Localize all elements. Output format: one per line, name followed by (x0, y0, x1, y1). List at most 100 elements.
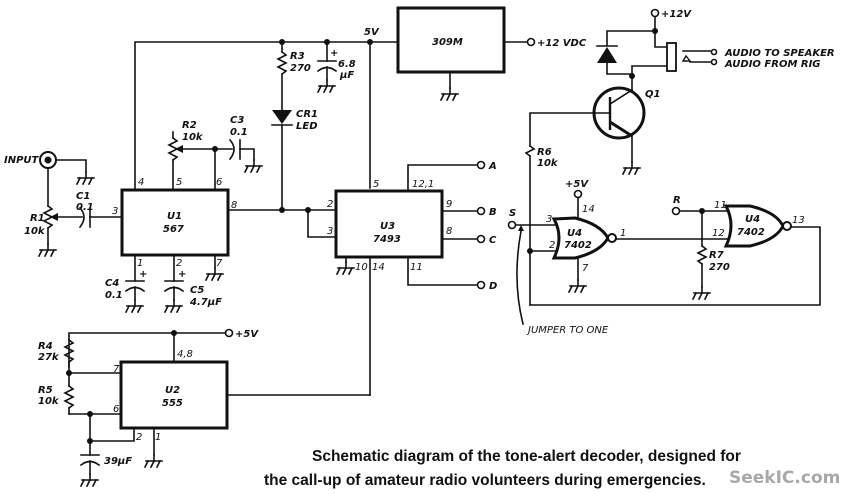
svg-text:3: 3 (112, 206, 118, 217)
ic-u1-567: U1 567 4 5 6 8 1 2 7 R2 10k C3 0.1 + C4 … (105, 115, 263, 313)
r3-cr1: R3 270 CR1 LED (271, 41, 318, 211)
svg-text:4: 4 (138, 177, 144, 188)
svg-text:8: 8 (231, 200, 237, 211)
svg-text:+: + (330, 48, 338, 59)
r2-ref: R2 (182, 120, 197, 131)
svg-text:14: 14 (582, 204, 595, 215)
svg-text:1: 1 (137, 258, 143, 269)
r1-ref: R1 (30, 213, 45, 224)
relay-coil-icon (666, 42, 677, 72)
watermark: SeekIC.com (729, 468, 840, 488)
svg-text:+: + (139, 269, 147, 280)
svg-text:12: 12 (712, 228, 725, 239)
c4-ref: C4 (105, 278, 119, 289)
svg-text:2: 2 (136, 432, 142, 443)
rail-5v: 5V (134, 27, 397, 189)
svg-text:14: 14 (372, 262, 385, 273)
cr1-type: LED (296, 121, 318, 132)
diode-icon (597, 47, 617, 63)
nor-gate-icon (723, 204, 785, 248)
input-label: INPUT (4, 155, 40, 166)
svg-text:+: + (178, 269, 186, 280)
u4a-ref: U4 (567, 228, 582, 239)
label-plus5v-u2: +5V (235, 329, 259, 340)
terminal-s: S (509, 208, 516, 219)
svg-text:10: 10 (355, 262, 368, 273)
c3-value: 0.1 (230, 127, 248, 138)
r7-value: 270 (709, 262, 730, 273)
svg-text:11: 11 (714, 200, 727, 211)
svg-text:7: 7 (216, 258, 223, 269)
r6-value: 10k (537, 158, 559, 169)
label-12v: +12V (661, 9, 692, 20)
terminal-r: R (673, 195, 681, 206)
label-5v: 5V (364, 27, 380, 38)
caption-line-1: Schematic diagram of the tone-alert deco… (312, 448, 741, 465)
c3-ref: C3 (230, 115, 244, 126)
net-u1-u3: 2 3 (227, 199, 337, 238)
svg-text:2: 2 (176, 258, 182, 269)
q1-ref: Q1 (645, 89, 660, 100)
c-timing-value: 39µF (104, 456, 132, 467)
relay-driver: +12V AUDIO TO SPEAKER AUDIO FROM RIG Q1 … (524, 8, 835, 306)
u3-part: 7493 (373, 234, 401, 245)
svg-text:5: 5 (373, 179, 379, 190)
r3-ref: R3 (290, 51, 305, 62)
svg-text:2: 2 (549, 240, 555, 251)
r6-ref: R6 (537, 147, 552, 158)
audio-to-speaker: AUDIO TO SPEAKER (724, 48, 835, 59)
r7-ref: R7 (709, 250, 724, 261)
gate-u4b: R R7 270 11 12 U4 7402 13 (529, 195, 821, 306)
c-bulk-value: 6.8 (338, 59, 356, 70)
u2-ref: U2 (165, 385, 180, 396)
label-12vdc: +12 VDC (537, 38, 587, 49)
r1-value: 10k (24, 226, 46, 237)
capacitor-6.8uf: + 6.8 µF (316, 41, 356, 93)
c1-value: 0.1 (76, 202, 94, 213)
u2-part: 555 (162, 398, 183, 409)
output-b: B (489, 207, 497, 218)
svg-text:6: 6 (113, 404, 119, 415)
svg-text:3: 3 (546, 214, 552, 225)
nor-gate-icon (551, 216, 610, 260)
u3-ref: U3 (380, 221, 395, 232)
svg-text:2: 2 (327, 199, 333, 210)
terminal-12vdc (526, 37, 536, 47)
svg-text:7: 7 (582, 263, 589, 274)
svg-text:12,1: 12,1 (412, 179, 434, 190)
svg-text:3: 3 (327, 226, 333, 237)
svg-text:8: 8 (446, 226, 452, 237)
r3-value: 270 (290, 63, 311, 74)
jumper-note: JUMPER TO ONE (516, 225, 609, 336)
ic-u3-7493: U3 7493 5 12,1 9 8 10 14 11 A B C D (334, 160, 497, 396)
r4-ref: R4 (38, 341, 53, 352)
u4b-ref: U4 (745, 214, 760, 225)
output-d: D (489, 281, 497, 292)
output-c: C (489, 235, 497, 246)
led-icon (272, 110, 292, 124)
c4-value: 0.1 (105, 290, 123, 301)
u4a-part: 7402 (564, 240, 592, 251)
u1-part: 567 (163, 224, 184, 235)
c-bulk-unit: µF (339, 70, 354, 81)
svg-text:7: 7 (113, 364, 120, 375)
regulator-309m: 309M +12 VDC (396, 6, 587, 101)
svg-text:1: 1 (620, 228, 626, 239)
ic-u2-555: +5V U2 555 4,8 7 6 2 1 R4 27k R5 10k 39µ… (38, 328, 371, 487)
output-a: A (488, 161, 497, 172)
jumper-text: JUMPER TO ONE (526, 325, 609, 336)
label-plus5v-u4: +5V (565, 179, 589, 190)
ground-icon (440, 87, 459, 101)
svg-text:1: 1 (155, 432, 161, 443)
svg-text:9: 9 (446, 199, 452, 210)
svg-text:13: 13 (792, 215, 805, 226)
c5-value: 4.7µF (189, 297, 222, 308)
r5-value: 10k (38, 396, 60, 407)
u4b-part: 7402 (737, 227, 765, 238)
r5-ref: R5 (38, 385, 53, 396)
input-section: INPUT R1 10k C1 0.1 3 (4, 151, 123, 257)
audio-from-rig: AUDIO FROM RIG (724, 59, 821, 70)
r2-value: 10k (182, 132, 204, 143)
svg-text:5: 5 (176, 177, 182, 188)
